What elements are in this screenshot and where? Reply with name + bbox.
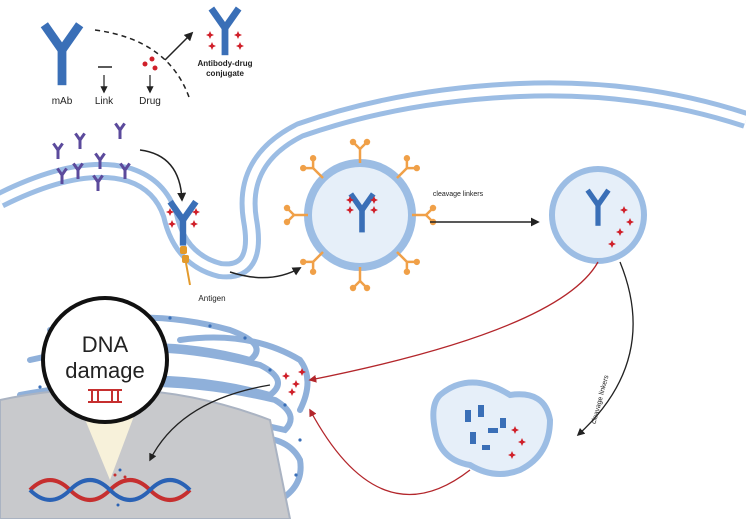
nucleus-entry-arrow [149,384,271,462]
cytoplasm-drug-stars [282,368,306,396]
adc-label-line1: Antibody-drug [197,59,252,68]
adc-label-line2: conjugate [206,69,244,78]
mab-antibody-icon-big [40,22,84,86]
adc-icon [208,6,242,56]
cleavage-linkers-label-2: cleavage linkers [591,374,611,425]
combine-arrow [164,31,194,61]
link-label: Link [95,96,114,107]
lysosome-arrow [576,261,634,437]
cell-membrane [0,80,746,280]
antigen-stalk [180,246,191,286]
mab-label: mAb [52,96,73,107]
broken-dna-icon [88,389,122,403]
combine-dashed-arc [94,29,191,101]
drug-release-arrow [308,261,599,383]
antigen-label: Antigen [198,294,225,303]
lysosome-fragments [465,405,506,450]
internalization-arrow [229,267,302,279]
binding-arrow [139,149,187,202]
dna-helix-icon [28,468,192,507]
drug-molecule-icon [142,56,158,71]
drug-label: Drug [139,96,161,107]
dna-damage-label-line1: DNA [82,332,129,357]
cleavage-linkers-label-1: cleavage linkers [433,191,484,198]
dna-damage-label-line2: damage [65,358,145,383]
lysosome-release-arrow [309,408,471,496]
dna-damage-bubble [41,296,169,424]
